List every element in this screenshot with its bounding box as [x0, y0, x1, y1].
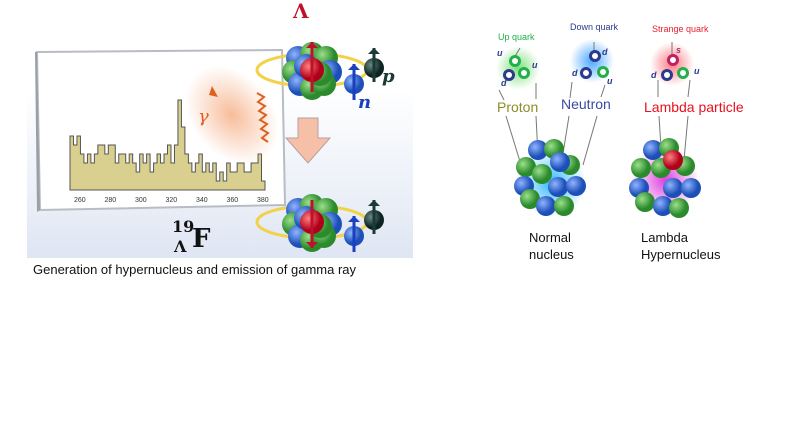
figure-caption: Generation of hypernucleus and emission …	[33, 262, 357, 277]
spin-arrowhead-icon	[368, 48, 380, 54]
lambda-hypernucleus	[629, 138, 701, 218]
x-tick-label: 380	[257, 197, 269, 204]
proton-label: Proton	[497, 99, 539, 115]
normal-nucleus	[514, 139, 586, 216]
quark-groups	[503, 50, 689, 81]
neutron-symbol: n	[358, 92, 371, 113]
quark-symbol-d: d	[501, 78, 507, 88]
quark-glows	[496, 39, 694, 90]
x-tick-label: 340	[196, 197, 208, 204]
nucleon-ball	[669, 198, 689, 218]
quark-symbol-d: d	[651, 70, 657, 80]
spin-arrowhead-icon	[348, 64, 360, 70]
x-tick-label: 320	[166, 197, 178, 204]
nucleon-ball	[631, 158, 651, 178]
down-quark-label: Down quark	[570, 22, 619, 32]
nucleon-ball	[520, 189, 540, 209]
quark-symbol-d: d	[572, 68, 578, 78]
nucleon-ball	[548, 177, 568, 197]
gamma-arrowhead-icon	[209, 86, 218, 97]
hypernucleus-line2: Hypernucleus	[641, 247, 721, 262]
quark-symbol-u: u	[532, 60, 538, 70]
quark-ball	[661, 69, 673, 81]
quark-ball	[580, 67, 592, 79]
normal-nucleus-label: Normal nucleus	[529, 229, 574, 263]
transition-arrow-icon	[284, 117, 332, 164]
quark-ball	[589, 50, 601, 62]
quark-symbol-u: u	[607, 76, 613, 86]
proton-symbol: p	[382, 66, 395, 87]
quark-symbol-u: u	[694, 66, 700, 76]
hypernucleus-label: Lambda Hypernucleus	[641, 229, 721, 263]
spin-arrowhead-icon	[348, 216, 360, 222]
isotope-lambda-subscript: Λ	[173, 237, 187, 256]
x-tick-label: 280	[105, 197, 117, 204]
spectrum-histogram	[69, 99, 266, 191]
nucleon-ball	[528, 140, 548, 160]
nucleon-ball	[681, 178, 701, 198]
neutron-label: Neutron	[561, 96, 611, 112]
spin-arrowhead-icon	[306, 242, 318, 248]
quark-ball	[677, 67, 689, 79]
spin-arrowhead-icon	[306, 42, 318, 48]
hypernucleus-line1: Lambda	[641, 230, 688, 245]
lambda-symbol: Λ	[292, 0, 309, 23]
nucleon-ball	[536, 196, 556, 216]
quark-ball	[667, 54, 679, 66]
quark-ball	[597, 66, 609, 78]
strange-quark-label: Strange quark	[652, 24, 709, 34]
nucleon-ball	[663, 178, 683, 198]
quark-symbol-d: d	[602, 47, 608, 57]
gamma-wave-icon	[256, 92, 270, 143]
quark-ball	[503, 69, 515, 81]
x-tick-label: 300	[135, 197, 147, 204]
nucleon-ball	[566, 176, 586, 196]
x-tick-label: 260	[74, 197, 86, 204]
quark-symbol-s: s	[676, 45, 682, 55]
lambda-ball	[663, 150, 683, 170]
nucleon-ball	[532, 164, 552, 184]
spectrum-x-ticks: 260 280 300 320 340 360 380	[74, 197, 269, 204]
excited-hypernucleus	[255, 42, 384, 100]
quark-ball	[518, 67, 530, 79]
spin-arrowhead-icon	[368, 200, 380, 206]
nucleon-ball	[643, 140, 663, 160]
quark-symbol-u: u	[497, 48, 503, 58]
nucleon-ball	[653, 196, 673, 216]
gamma-glow	[185, 65, 279, 165]
lambda-particle-label: Lambda particle	[644, 99, 744, 115]
nucleon-ball	[635, 192, 655, 212]
up-quark-label: Up quark	[498, 32, 535, 42]
nucleon-ball	[516, 157, 536, 177]
nucleon-ball	[550, 152, 570, 172]
ground-hypernucleus	[255, 194, 384, 252]
histogram-bars	[69, 99, 266, 191]
normal-nucleus-line2: nucleus	[529, 247, 574, 262]
quark-ball	[509, 55, 521, 67]
isotope-mass-number: 19	[172, 217, 194, 236]
normal-nucleus-line1: Normal	[529, 230, 571, 245]
x-tick-label: 360	[227, 197, 239, 204]
nucleon-ball	[554, 196, 574, 216]
gamma-symbol: γ	[198, 106, 209, 127]
isotope-element: F	[192, 224, 211, 254]
